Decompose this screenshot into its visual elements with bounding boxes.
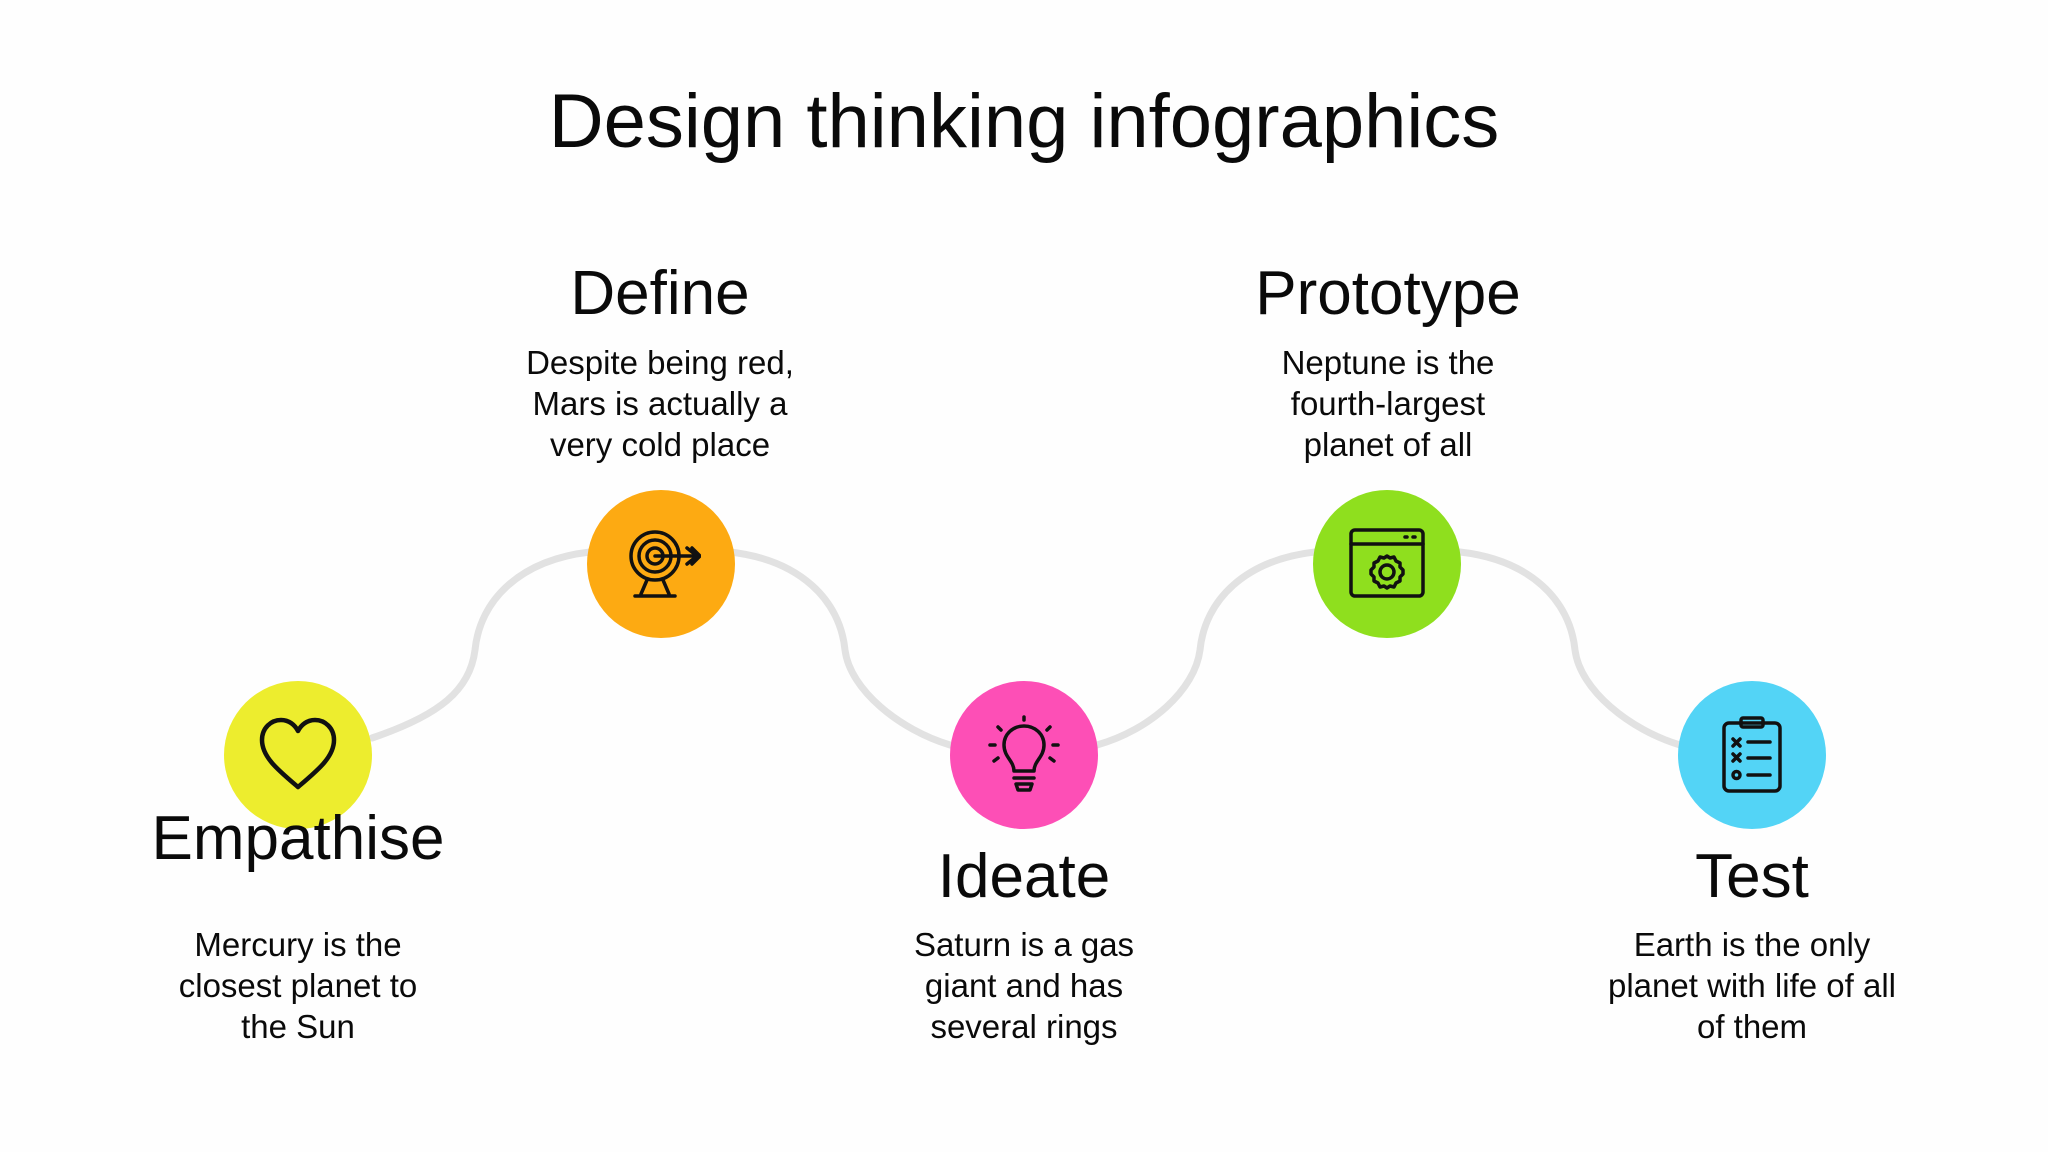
- step-title-define: Define: [570, 259, 750, 328]
- step-title-ideate: Ideate: [937, 842, 1111, 911]
- step-description-test: Earth is the only planet with life of al…: [1608, 926, 1896, 1045]
- step-title-prototype: Prototype: [1255, 259, 1521, 328]
- prototype-circle: [1313, 490, 1461, 638]
- page-title: Design thinking infographics: [548, 79, 1500, 164]
- ideate-circle: [950, 681, 1098, 829]
- target-icon: [629, 530, 701, 598]
- heart-icon: [259, 717, 337, 790]
- step-description-empathise: Mercury is the closest planet to the Sun: [178, 926, 418, 1045]
- step-description-ideate: Saturn is a gas giant and has several ri…: [913, 926, 1135, 1045]
- settings-window-icon: [1349, 528, 1425, 598]
- step-description-define: Despite being red, Mars is actually a ve…: [526, 344, 794, 463]
- step-title-empathise: Empathise: [151, 804, 445, 873]
- define-circle: [587, 490, 735, 638]
- checklist-icon: [1722, 716, 1782, 793]
- step-title-test: Test: [1695, 842, 1809, 911]
- step-description-prototype: Neptune is the fourth-largest planet of …: [1281, 344, 1495, 463]
- test-circle: [1678, 681, 1826, 829]
- lightbulb-icon: [988, 715, 1060, 792]
- empathise-circle: [224, 681, 372, 829]
